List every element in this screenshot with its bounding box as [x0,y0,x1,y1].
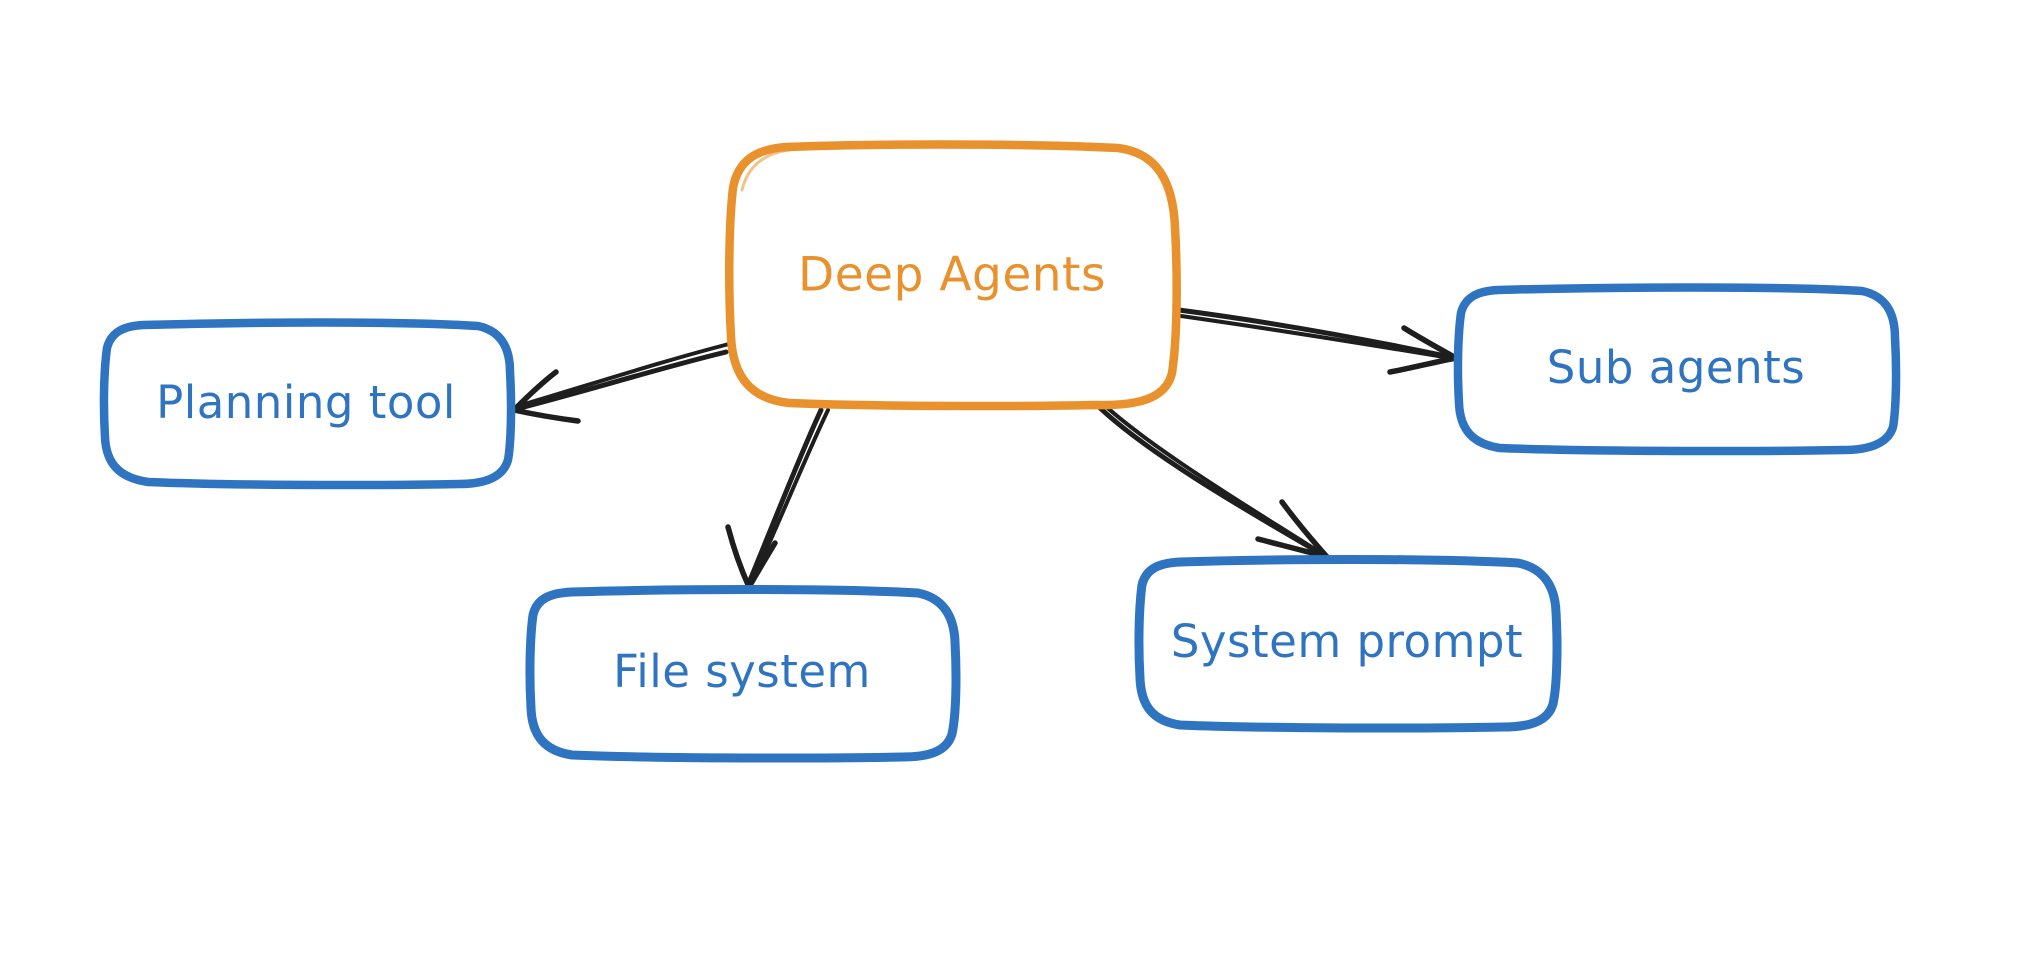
node-file-system[interactable]: File system [525,585,961,763]
edge-deep-agents-to-file-system[interactable] [725,407,830,590]
system-prompt-box-outline [1134,555,1562,733]
edge-deep-agents-to-planning-tool[interactable] [511,342,731,424]
edge-deep-agents-to-sub-agents[interactable] [1176,307,1459,375]
planning-tool-box-outline [99,318,516,490]
node-planning-tool[interactable]: Planning tool [99,318,516,490]
file-system-box-outline [525,585,961,763]
deep-agents-box-outline [725,140,1181,411]
system-prompt-label: System prompt [1171,615,1523,668]
edge-deep-agents-to-system-prompt[interactable] [1095,400,1330,560]
deep-agents-box-sketch-overlay [740,148,792,192]
node-deep-agents[interactable]: Deep Agents [725,140,1181,411]
deep-agents-label: Deep Agents [798,248,1106,303]
node-sub-agents[interactable]: Sub agents [1453,283,1901,456]
sub-agents-box-outline [1453,283,1901,456]
file-system-label: File system [613,645,871,698]
sub-agents-label: Sub agents [1547,341,1805,394]
planning-tool-label: Planning tool [156,376,456,429]
node-system-prompt[interactable]: System prompt [1134,555,1562,733]
